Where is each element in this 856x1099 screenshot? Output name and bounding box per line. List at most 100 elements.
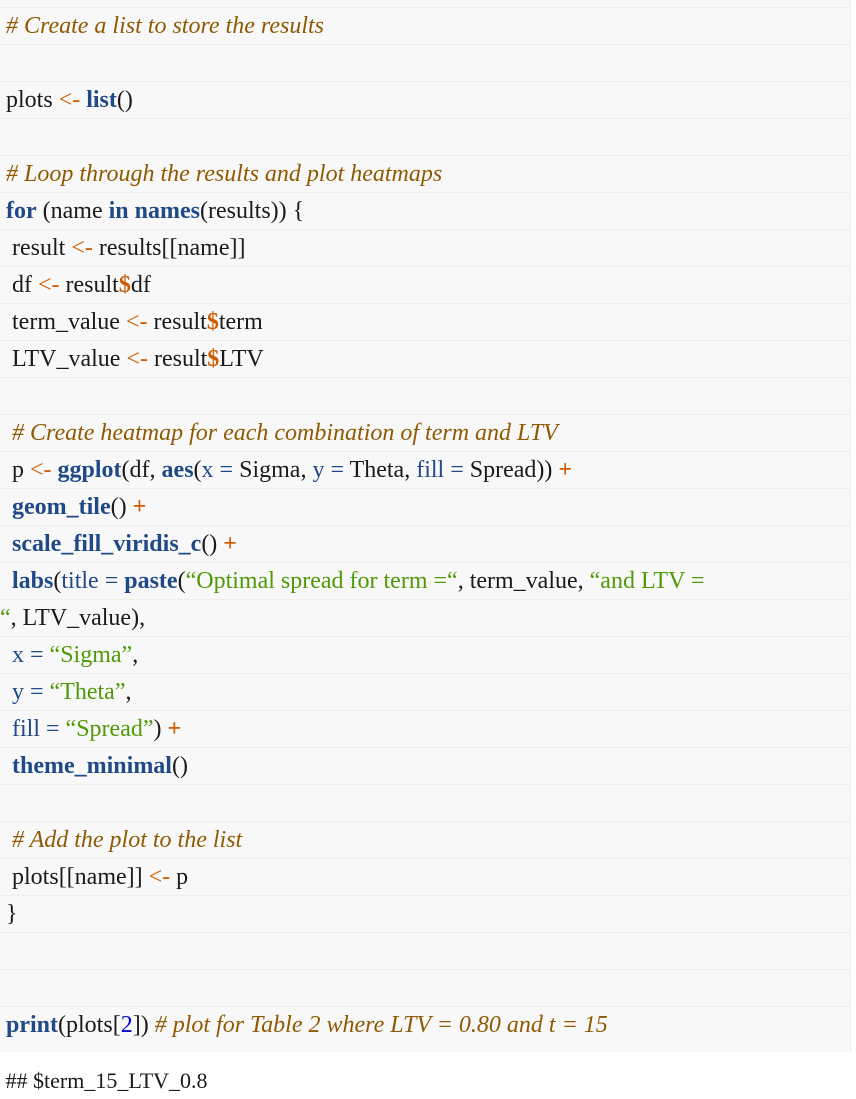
equals-operator: = xyxy=(30,642,44,668)
code-line-blank xyxy=(0,784,850,821)
code-line: term_value <- result$term xyxy=(0,303,850,340)
identifier: results xyxy=(98,235,162,261)
identifier: result xyxy=(153,346,208,372)
identifier: p xyxy=(12,457,24,483)
code-line: “, LTV_value), xyxy=(0,599,850,636)
code-line: plots[[name]] <- p xyxy=(0,858,850,895)
code-line: theme_minimal() xyxy=(0,747,850,784)
equals-operator: = xyxy=(330,457,344,483)
identifier: term_value xyxy=(12,309,120,335)
function-name: theme_minimal xyxy=(12,753,172,779)
comment: # Create heatmap for each combination of… xyxy=(12,420,558,446)
comment: # plot for Table 2 where LTV = 0.80 and … xyxy=(154,1012,608,1038)
code-line: # Create heatmap for each combination of… xyxy=(0,414,850,451)
string-literal: “Spread” xyxy=(65,716,154,742)
function-name: paste xyxy=(124,568,178,594)
function-name: names xyxy=(134,198,200,224)
equals-operator: = xyxy=(219,457,234,483)
string-literal: “Theta” xyxy=(49,679,126,705)
function-name: scale_fill_viridis_c xyxy=(12,531,202,557)
comment: # Add the plot to the list xyxy=(12,827,243,853)
identifier: plots xyxy=(12,864,59,890)
identifier: result xyxy=(153,309,207,335)
output-text: ## $term_15_LTV_0.8 xyxy=(5,1068,208,1093)
dollar-operator: $ xyxy=(207,346,220,372)
identifier: df xyxy=(12,272,32,298)
code-line: print(plots[2]) # plot for Table 2 where… xyxy=(0,1006,850,1043)
parens: () xyxy=(116,87,133,113)
code-line: plots <- list() xyxy=(0,81,850,118)
code-line: x = “Sigma”, xyxy=(0,636,850,673)
code-line: fill = “Spread”) + xyxy=(0,710,850,747)
comment: # Create a list to store the results xyxy=(6,13,324,39)
code-line: # Add the plot to the list xyxy=(0,821,850,858)
identifier: Theta xyxy=(349,457,405,483)
argument-name: x xyxy=(201,457,214,483)
assign-operator: <- xyxy=(148,864,171,890)
argument-name: x xyxy=(12,642,24,668)
keyword: in xyxy=(108,198,129,224)
code-line-blank xyxy=(0,44,850,81)
keyword: for xyxy=(6,198,37,224)
identifier: results xyxy=(208,198,271,224)
plus-operator: + xyxy=(167,716,182,742)
parens: () xyxy=(110,494,127,520)
argument-name: title xyxy=(61,568,99,594)
function-name: geom_tile xyxy=(12,494,111,520)
function-name: print xyxy=(6,1012,59,1038)
identifier: result xyxy=(65,272,119,298)
identifier: plots xyxy=(6,87,53,113)
assign-operator: <- xyxy=(30,457,52,483)
code-line: p <- ggplot(df, aes(x = Sigma, y = Theta… xyxy=(0,451,850,488)
code-line: for (name in names(results)) { xyxy=(0,192,850,229)
function-name: list xyxy=(86,87,117,113)
function-name: aes xyxy=(161,457,194,483)
assign-operator: <- xyxy=(38,272,60,298)
identifier: Sigma xyxy=(239,457,301,483)
parens: () xyxy=(171,753,188,779)
code-line-blank xyxy=(0,932,850,969)
plus-operator: + xyxy=(223,531,237,557)
dollar-operator: $ xyxy=(118,272,131,298)
argument-name: fill xyxy=(12,716,40,742)
string-literal: “Sigma” xyxy=(49,642,133,668)
equals-operator: = xyxy=(30,679,44,705)
identifier: name xyxy=(74,864,127,890)
code-line: # Create a list to store the results xyxy=(0,7,850,44)
identifier: name xyxy=(50,198,103,224)
code-line: y = “Theta”, xyxy=(0,673,850,710)
code-line-blank xyxy=(0,377,850,414)
dollar-operator: $ xyxy=(206,309,219,335)
argument-name: y xyxy=(12,679,24,705)
identifier: result xyxy=(12,235,66,261)
code-line-blank xyxy=(0,969,850,1006)
identifier: term_value xyxy=(469,568,578,594)
assign-operator: <- xyxy=(58,87,81,113)
assign-operator: <- xyxy=(125,309,148,335)
argument-name: fill xyxy=(416,457,445,483)
code-line: geom_tile() + xyxy=(0,488,850,525)
assign-operator: <- xyxy=(71,235,93,261)
string-literal: “Optimal spread for term =“ xyxy=(185,568,458,594)
identifier: LTV_value xyxy=(22,605,132,631)
equals-operator: = xyxy=(104,568,119,594)
identifier: df xyxy=(129,457,150,483)
code-line: # Loop through the results and plot heat… xyxy=(0,155,850,192)
code-line: } xyxy=(0,895,850,932)
code-line: labs(title = paste(“Optimal spread for t… xyxy=(0,562,850,599)
identifier: df xyxy=(130,272,151,298)
identifier: name xyxy=(177,235,230,261)
code-block: # Create a list to store the results plo… xyxy=(0,0,851,1052)
plus-operator: + xyxy=(558,457,573,483)
equals-operator: = xyxy=(46,716,60,742)
assign-operator: <- xyxy=(126,346,148,372)
string-literal: “ xyxy=(0,605,11,631)
function-name: ggplot xyxy=(57,457,122,483)
code-line-blank xyxy=(0,118,850,155)
comment: # Loop through the results and plot heat… xyxy=(6,161,443,187)
equals-operator: = xyxy=(450,457,464,483)
code-line: LTV_value <- result$LTV xyxy=(0,340,850,377)
identifier: plots xyxy=(66,1012,113,1038)
identifier: LTV xyxy=(219,346,264,372)
argument-name: y xyxy=(312,457,325,483)
